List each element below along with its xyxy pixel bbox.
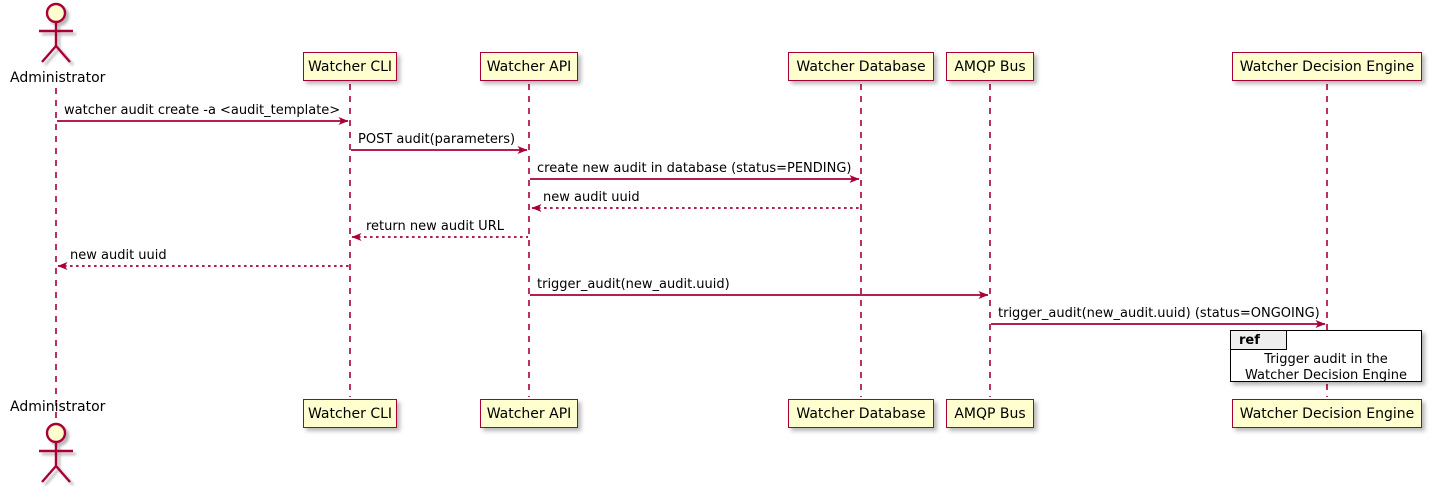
message-label-4: new audit uuid <box>543 190 640 205</box>
participant-box-watcher-api-top[interactable]: Watcher API <box>480 52 578 81</box>
ref-fragment-body: Trigger audit in the Watcher Decision En… <box>1231 352 1421 384</box>
participant-box-watcher-database-bottom[interactable]: Watcher Database <box>788 399 934 428</box>
actor-label-administrator-bottom: Administrator <box>10 399 106 415</box>
ref-fragment-operator-label: ref <box>1239 333 1260 348</box>
participant-label: Watcher Decision Engine <box>1239 405 1415 422</box>
actor-label-administrator-top: Administrator <box>10 70 106 86</box>
ref-fragment[interactable]: ref Trigger audit in the Watcher Decisio… <box>1230 330 1422 384</box>
participant-box-watcher-database-top[interactable]: Watcher Database <box>788 52 934 81</box>
message-label-1: watcher audit create -a <audit_template> <box>64 103 341 118</box>
participant-box-watcher-cli-bottom[interactable]: Watcher CLI <box>303 399 397 428</box>
participant-box-amqp-bus-bottom[interactable]: AMQP Bus <box>946 399 1034 428</box>
participant-box-watcher-api-bottom[interactable]: Watcher API <box>480 399 578 428</box>
ref-fragment-tab <box>1231 331 1287 350</box>
message-label-6: new audit uuid <box>70 248 167 263</box>
actor-administrator-top <box>39 2 73 63</box>
participant-label: Watcher CLI <box>307 58 393 75</box>
lifelines <box>55 84 1328 425</box>
participant-box-amqp-bus-top[interactable]: AMQP Bus <box>946 52 1034 81</box>
participant-label: Watcher Database <box>796 405 926 422</box>
participant-label: AMQP Bus <box>954 405 1026 422</box>
message-label-8: trigger_audit(new_audit.uuid) (status=ON… <box>998 306 1320 321</box>
participant-label: Watcher Decision Engine <box>1239 58 1415 75</box>
participant-box-watcher-cli-top[interactable]: Watcher CLI <box>303 52 397 81</box>
message-label-2: POST audit(parameters) <box>358 132 516 147</box>
ref-fragment-line-1: Trigger audit in the <box>1264 352 1388 367</box>
participant-label: Watcher CLI <box>307 405 393 422</box>
participant-label: AMQP Bus <box>954 58 1026 75</box>
actor-administrator-bottom <box>39 422 73 483</box>
participant-box-watcher-decision-engine-bottom[interactable]: Watcher Decision Engine <box>1232 399 1422 428</box>
participant-box-watcher-decision-engine-top[interactable]: Watcher Decision Engine <box>1232 52 1422 81</box>
message-label-5: return new audit URL <box>366 219 504 234</box>
message-arrows <box>57 117 1326 328</box>
ref-fragment-line-2: Watcher Decision Engine <box>1245 368 1407 383</box>
message-label-7: trigger_audit(new_audit.uuid) <box>537 277 730 292</box>
participant-label: Watcher Database <box>796 58 926 75</box>
participant-label: Watcher API <box>486 405 572 422</box>
participant-label: Watcher API <box>486 58 572 75</box>
message-label-3: create new audit in database (status=PEN… <box>537 161 852 176</box>
